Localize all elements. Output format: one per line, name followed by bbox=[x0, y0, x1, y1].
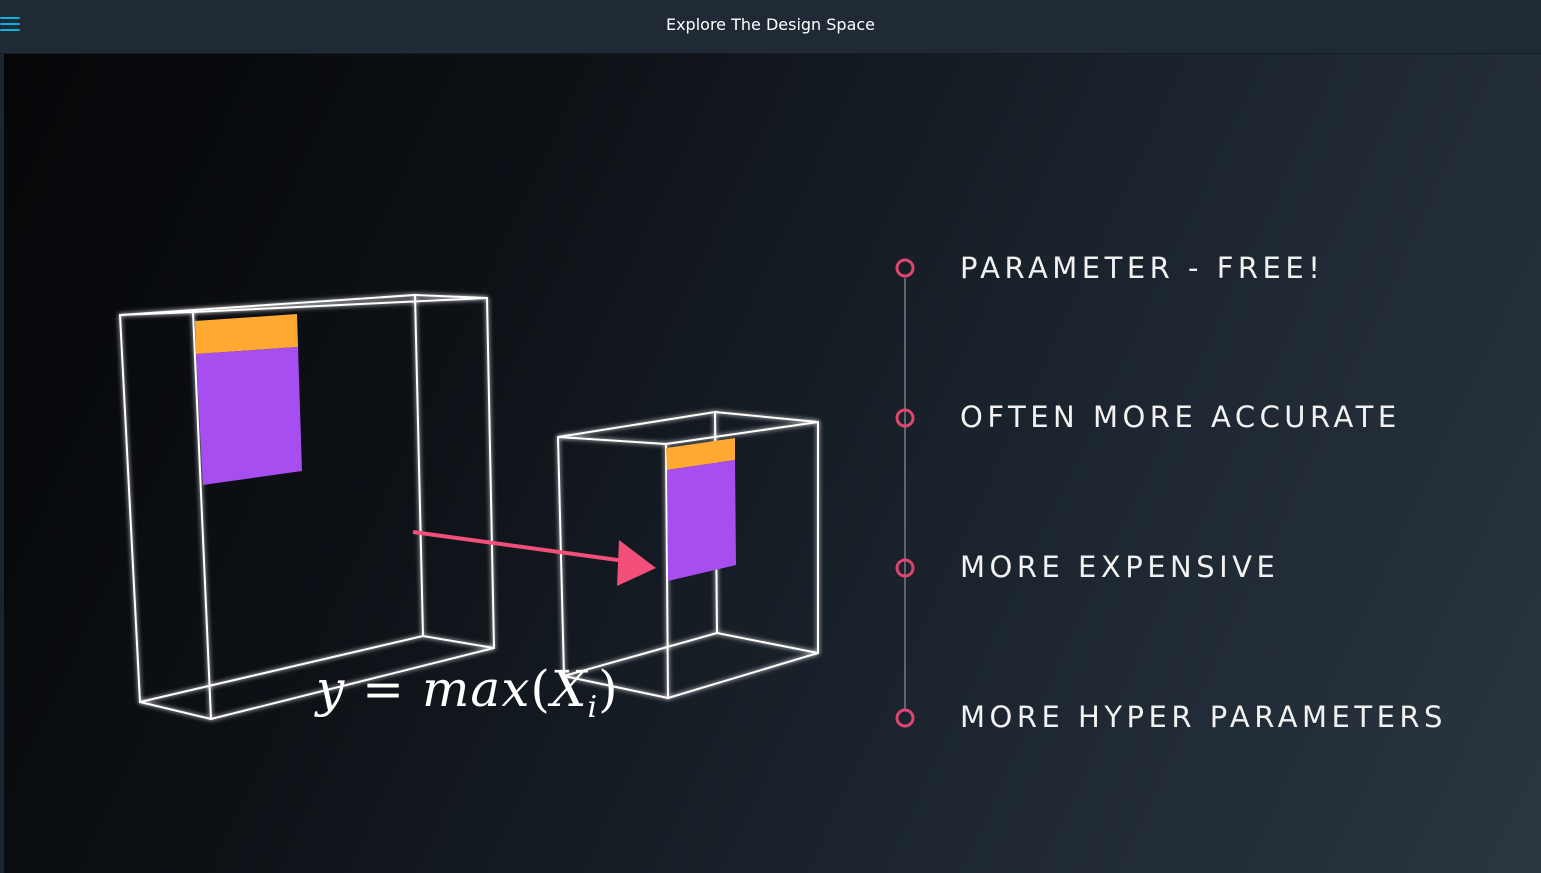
video-frame[interactable] bbox=[4, 54, 1541, 873]
bullet-3: MORE EXPENSIVE bbox=[960, 550, 1280, 584]
output-patch-top bbox=[666, 438, 735, 470]
bullet-4: MORE HYPER PARAMETERS bbox=[960, 700, 1447, 734]
formula-close-paren: ) bbox=[598, 660, 619, 718]
left-edge bbox=[0, 54, 4, 873]
hamburger-menu-icon[interactable] bbox=[0, 14, 22, 36]
bullet-marker-4 bbox=[895, 708, 915, 728]
output-patch-body bbox=[667, 460, 736, 581]
page-title: Explore The Design Space bbox=[665, 15, 876, 34]
bullet-marker-2 bbox=[895, 408, 915, 428]
bullet-marker-1 bbox=[895, 258, 915, 278]
formula-func: max bbox=[421, 660, 531, 718]
bullet-1: PARAMETER - FREE! bbox=[960, 251, 1325, 285]
top-bar: Explore The Design Space bbox=[0, 0, 1541, 54]
bullet-2: OFTEN MORE ACCURATE bbox=[960, 400, 1401, 434]
output-volume-box bbox=[556, 410, 819, 700]
input-patch-top bbox=[195, 314, 298, 354]
pooling-diagram bbox=[118, 258, 915, 728]
formula-subscript: i bbox=[587, 690, 599, 725]
max-pool-arrow bbox=[412, 530, 656, 586]
bullet-marker-3 bbox=[895, 558, 915, 578]
formula-equals: = bbox=[362, 660, 406, 718]
max-pool-formula: y = max(Xi) bbox=[316, 660, 619, 725]
formula-open-paren: ( bbox=[530, 660, 551, 718]
formula-arg: X bbox=[550, 660, 588, 718]
input-volume-box bbox=[118, 293, 496, 721]
formula-lhs: y bbox=[316, 660, 346, 718]
input-patch-body bbox=[196, 347, 302, 485]
